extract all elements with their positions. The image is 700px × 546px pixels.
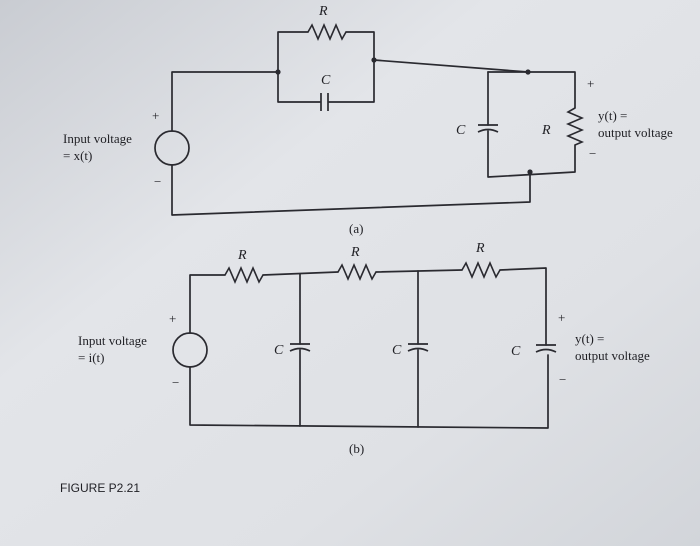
wire-b-bottom — [189, 354, 549, 429]
resistor-b-3 — [461, 260, 501, 280]
capacitor-a-top — [320, 93, 329, 111]
circuit-a: + − Input voltage = x(t) R C C R + − y(t… — [63, 4, 673, 236]
capacitor-label-a-shunt: C — [456, 123, 466, 138]
wire-a-r-left — [277, 31, 309, 73]
resistor-label-a-top: R — [318, 4, 328, 19]
source-plus-b: + — [169, 311, 176, 326]
wire-a-r-right — [345, 31, 375, 61]
node-a-left — [275, 69, 281, 75]
output-minus-b: − — [559, 372, 566, 387]
wire-a-c-right — [328, 59, 375, 103]
wire-b-r2-r3 — [375, 269, 463, 273]
output-plus-b: + — [558, 310, 565, 325]
capacitor-a-shunt-plate2 — [477, 128, 499, 133]
input-label-b-line1: Input voltage — [78, 333, 147, 348]
output-label-b-line1: y(t) = — [575, 331, 604, 346]
wire-b-r3-out — [499, 267, 547, 346]
subfigure-label-a: (a) — [349, 221, 363, 236]
wire-a-bottom — [171, 164, 531, 216]
resistor-label-b-3: R — [475, 241, 485, 256]
wire-a-shunt-bottom — [487, 130, 576, 178]
capacitor-label-b-1: C — [274, 343, 284, 358]
input-label-a-line2: = x(t) — [63, 148, 92, 163]
resistor-a-top — [307, 22, 347, 42]
capacitor-b-1 — [289, 343, 311, 352]
source-plus-a: + — [152, 108, 159, 123]
capacitor-b-2 — [407, 343, 429, 352]
subfigure-label-b: (b) — [349, 441, 364, 456]
figure-caption: FIGURE P2.21 — [60, 481, 140, 495]
node-a-out-bottom — [527, 169, 533, 175]
capacitor-label-b-3: C — [511, 344, 521, 359]
resistor-label-a-shunt: R — [541, 123, 551, 138]
wire-a-source-top — [171, 71, 279, 132]
resistor-label-b-2: R — [350, 245, 360, 260]
node-a-out-top — [525, 69, 531, 75]
output-minus-a: − — [589, 146, 596, 161]
resistor-a-shunt — [565, 107, 585, 146]
capacitor-label-a-top: C — [321, 73, 331, 88]
source-minus-a: − — [154, 174, 161, 189]
input-label-a-line1: Input voltage — [63, 131, 132, 146]
output-label-a-line1: y(t) = — [598, 108, 627, 123]
resistor-b-2 — [337, 262, 377, 282]
capacitor-label-b-2: C — [392, 343, 402, 358]
input-label-b-line2: = i(t) — [78, 350, 104, 365]
capacitor-b-3 — [535, 344, 557, 353]
wire-a-c-left — [277, 71, 321, 103]
circuit-b: + − Input voltage = i(t) R R R C C C + −… — [78, 241, 650, 456]
resistor-b-1 — [224, 265, 264, 285]
resistor-label-b-1: R — [237, 248, 247, 263]
output-plus-a: + — [587, 76, 594, 91]
wire-a-shunt-top — [487, 71, 576, 109]
wire-b-source-top — [189, 274, 226, 334]
source-minus-b: − — [172, 375, 179, 390]
output-label-a-line2: output voltage — [598, 125, 673, 140]
wire-a-series — [373, 59, 529, 73]
output-label-b-line2: output voltage — [575, 348, 650, 363]
